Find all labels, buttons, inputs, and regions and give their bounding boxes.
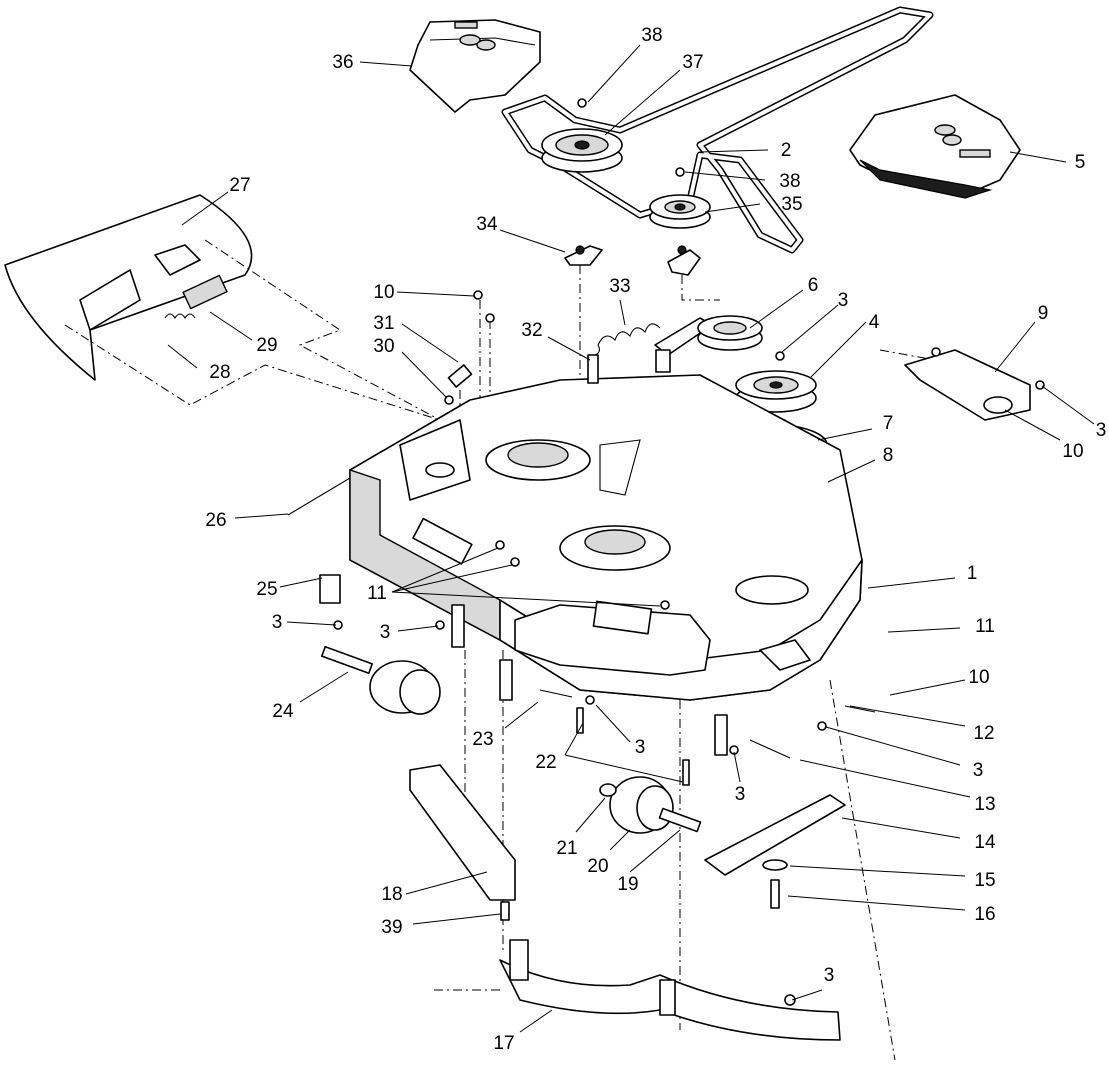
callout-3: 3: [824, 965, 835, 986]
callout-10: 10: [968, 667, 989, 688]
baffle: [499, 939, 841, 1041]
callout-11: 11: [367, 583, 387, 604]
callout-10: 10: [373, 282, 394, 303]
baffle-bracket: [409, 764, 516, 901]
callout-38: 38: [641, 25, 662, 46]
callout-3: 3: [838, 290, 849, 311]
callout-25: 25: [256, 579, 277, 600]
callout-23: 23: [472, 729, 493, 750]
extension-spring: [594, 323, 661, 356]
callout-10: 10: [1062, 441, 1083, 462]
drive-belt: [501, 6, 934, 254]
callout-3: 3: [272, 612, 283, 633]
callout-4: 4: [869, 312, 880, 333]
callout-3: 3: [973, 760, 984, 781]
anti-scalp-wheel-24: [320, 645, 441, 715]
callout-31: 31: [373, 313, 394, 334]
callout-16: 16: [974, 904, 995, 925]
callout-17: 17: [493, 1033, 514, 1054]
callout-12: 12: [973, 723, 994, 744]
fasteners: [287, 290, 1045, 921]
callout-33: 33: [609, 276, 630, 297]
belt-cover-left: [409, 19, 541, 113]
callout-26: 26: [205, 510, 226, 531]
callout-2: 2: [781, 140, 792, 161]
callout-30: 30: [373, 336, 394, 357]
belt-cover-right: [849, 94, 1021, 199]
callout-20: 20: [587, 856, 608, 877]
callout-9: 9: [1038, 303, 1049, 324]
callout-14: 14: [974, 832, 996, 853]
callout-38: 38: [779, 171, 800, 192]
callouts: 1 2 3 3 3 3 3 3 3 3 4 5 6 7 8 9 10 10: [167, 25, 1107, 1054]
callout-5: 5: [1075, 152, 1086, 173]
mower-deck: [349, 374, 863, 701]
callout-3: 3: [1096, 420, 1107, 441]
callout-29: 29: [256, 335, 277, 356]
callout-1: 1: [967, 563, 978, 584]
callout-8: 8: [883, 445, 894, 466]
callout-24: 24: [272, 701, 294, 722]
callout-3: 3: [635, 737, 646, 758]
callout-32: 32: [521, 320, 542, 341]
idler-pulley-37: [541, 98, 623, 173]
callout-21: 21: [556, 838, 577, 859]
callout-22: 22: [535, 752, 556, 773]
discharge-deflector: [4, 194, 253, 381]
anti-scalp-bracket: [904, 349, 1031, 421]
callout-36: 36: [332, 52, 353, 73]
callout-39: 39: [381, 917, 402, 938]
callout-27: 27: [229, 175, 250, 196]
callout-18: 18: [381, 884, 402, 905]
callout-11: 11: [975, 616, 995, 637]
callout-35: 35: [781, 194, 802, 215]
callout-37: 37: [682, 52, 703, 73]
callout-3: 3: [380, 622, 391, 643]
anti-scalp-wheel-20: [599, 776, 702, 834]
idler-pulley-35: [649, 167, 711, 229]
callout-34: 34: [476, 214, 498, 235]
blade: [704, 794, 846, 909]
callout-7: 7: [883, 413, 894, 434]
callout-28: 28: [209, 362, 230, 383]
callout-6: 6: [808, 275, 819, 296]
callout-19: 19: [617, 874, 638, 895]
callout-15: 15: [974, 870, 995, 891]
spacer-34: [564, 245, 701, 276]
callout-13: 13: [974, 794, 995, 815]
callout-3: 3: [735, 784, 746, 805]
